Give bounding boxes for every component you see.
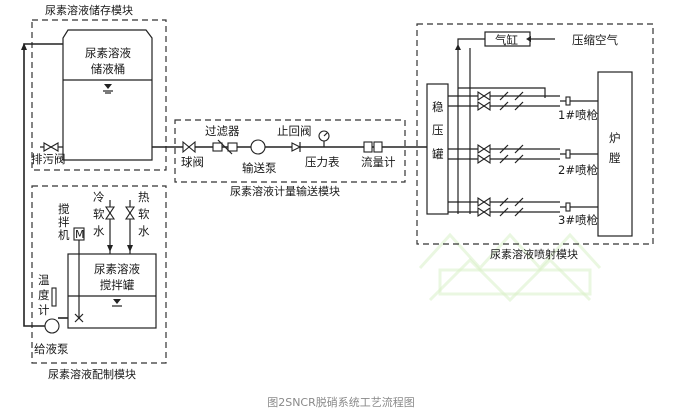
liquid-level-icon	[103, 84, 113, 94]
watermark	[418, 232, 602, 303]
cylinder-label: 气缸	[495, 33, 518, 47]
lance-branch-1	[448, 90, 598, 112]
preparation-module-label: 尿素溶液配制模块	[48, 367, 136, 381]
storage-tank	[62, 29, 153, 161]
lance-branch-2	[448, 143, 598, 165]
injection-module-label: 尿素溶液喷射模块	[490, 247, 578, 261]
storage-module-frame	[31, 19, 167, 171]
metering-module-frame	[174, 119, 406, 183]
pressure-gauge-icon	[318, 130, 330, 147]
cold-water-label-3: 水	[93, 224, 105, 238]
stirrer-label-3: 机	[58, 228, 70, 242]
pressure-gauge-label: 压力表	[305, 155, 340, 169]
storage-tank-label-1: 尿素溶液	[85, 46, 131, 60]
thermometer-icon	[51, 287, 57, 307]
lance-2-label: 2#喷枪	[558, 163, 598, 177]
mixing-level-icon	[112, 299, 122, 307]
ball-valve-label: 球阀	[181, 155, 204, 169]
hot-water-label-1: 热	[138, 190, 150, 204]
hot-water-label-3: 水	[138, 224, 150, 238]
furnace	[597, 71, 633, 237]
flow-meter-icon	[363, 141, 383, 153]
hot-water-label-2: 软	[138, 207, 150, 221]
feed-pump-label: 给液泵	[34, 342, 69, 356]
cold-water-label-2: 软	[93, 207, 105, 221]
flow-meter-label: 流量计	[361, 155, 396, 169]
stirrer-label-1: 搅	[58, 202, 70, 216]
drain-valve-icon	[43, 142, 59, 152]
furnace-label-1: 炉	[609, 131, 621, 145]
filter-label: 过滤器	[205, 124, 240, 138]
metering-module-label: 尿素溶液计量输送模块	[230, 184, 340, 198]
storage-tank-label-2: 储液桶	[91, 62, 126, 76]
figure-caption: 图2SNCR脱硝系统工艺流程图	[267, 395, 415, 409]
preparation-module-frame	[31, 185, 167, 364]
thermometer-label-1: 温	[38, 273, 50, 287]
transfer-pump-icon	[250, 139, 266, 155]
lance-1-label: 1#喷枪	[558, 108, 598, 122]
injection-module-frame	[416, 23, 654, 245]
storage-module-label: 尿素溶液储存模块	[45, 3, 133, 17]
furnace-label-2: 膛	[609, 151, 621, 165]
check-valve-label: 止回阀	[277, 124, 312, 138]
thermometer-label-3: 计	[38, 303, 50, 317]
lance-branch-3	[448, 196, 598, 218]
transfer-pump-label: 输送泵	[242, 161, 277, 175]
stabilizer-label-2: 压	[432, 123, 444, 137]
lance-3-label: 3#喷枪	[558, 213, 598, 227]
stabilizer-label-1: 稳	[432, 100, 444, 114]
compressed-air-label: 压缩空气	[572, 33, 618, 47]
check-valve-icon	[291, 142, 302, 152]
mixing-tank-label-2: 搅拌罐	[100, 278, 135, 292]
drain-valve-label: 排污阀	[31, 152, 66, 166]
motor-label: M	[75, 228, 85, 241]
cold-water-label-1: 冷	[93, 190, 105, 204]
mixing-tank-label-1: 尿素溶液	[94, 262, 140, 276]
filter-icon	[212, 139, 238, 155]
thermometer-label-2: 度	[38, 288, 50, 302]
mixing-tank	[67, 253, 157, 329]
ball-valve-icon	[182, 140, 196, 154]
feed-pump-icon	[44, 318, 60, 334]
stabilizer-label-3: 罐	[432, 147, 444, 161]
stirrer-label-2: 拌	[58, 215, 70, 229]
